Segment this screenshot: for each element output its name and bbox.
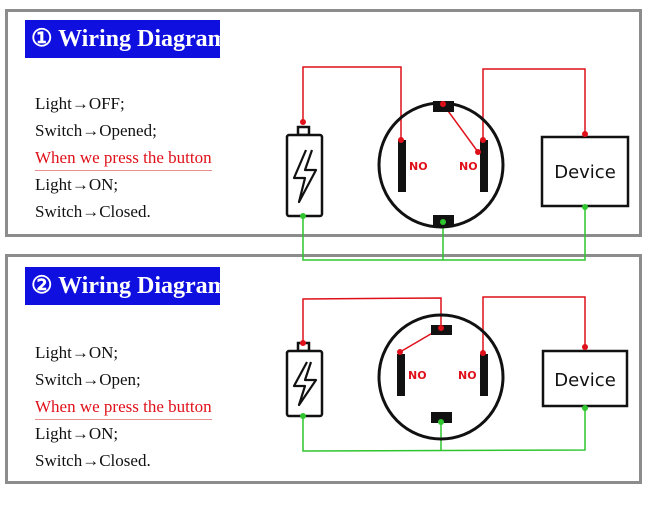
- positive-wire: [482, 296, 586, 353]
- diagram-1: NO NO Device: [285, 66, 630, 261]
- switch-pin: [480, 140, 488, 192]
- battery-icon: [285, 125, 324, 218]
- positive-wire: [482, 68, 586, 140]
- positive-wire: [302, 297, 442, 343]
- state-line: Switch→Open;: [35, 370, 141, 389]
- switch-pin: [397, 354, 405, 396]
- state-line: Light→ON;: [35, 343, 119, 362]
- state-description: Light→OFF; Switch→Opened; When we press …: [35, 90, 212, 225]
- switch-pin: [431, 412, 452, 423]
- wiring-panel-2: ② Wiring Diagram Light→ON; Switch→Open; …: [5, 254, 642, 484]
- panel-title: ① Wiring Diagram: [25, 20, 228, 58]
- positive-wire: [302, 66, 402, 140]
- switch-body: [377, 313, 505, 441]
- diagram-2: NO NO Device: [285, 296, 629, 452]
- state-line: Light→OFF;: [35, 94, 125, 113]
- wiring-panel-1: ① Wiring Diagram Light→OFF; Switch→Opene…: [5, 9, 642, 237]
- press-note: When we press the button: [35, 395, 212, 420]
- device-label: Device: [554, 370, 616, 391]
- negative-wire: [302, 207, 586, 261]
- panel-title: ② Wiring Diagram: [25, 267, 228, 305]
- state-line: Light→ON;: [35, 175, 119, 194]
- state-line: Switch→Closed.: [35, 451, 151, 470]
- no-label: NO: [458, 369, 477, 382]
- device-box: [540, 135, 630, 208]
- device-label: Device: [554, 162, 616, 183]
- press-note: When we press the button: [35, 146, 212, 171]
- state-line: Switch→Opened;: [35, 121, 157, 140]
- no-label: NO: [459, 160, 478, 173]
- switch-pin: [398, 140, 406, 192]
- battery-icon: [285, 341, 324, 418]
- no-label: NO: [408, 369, 427, 382]
- state-line: Light→ON;: [35, 424, 119, 443]
- state-description: Light→ON; Switch→Open; When we press the…: [35, 339, 212, 474]
- state-line: Switch→Closed.: [35, 202, 151, 221]
- negative-wire: [302, 408, 586, 452]
- no-label: NO: [409, 160, 428, 173]
- switch-pin: [480, 354, 488, 396]
- device-box: [541, 349, 629, 408]
